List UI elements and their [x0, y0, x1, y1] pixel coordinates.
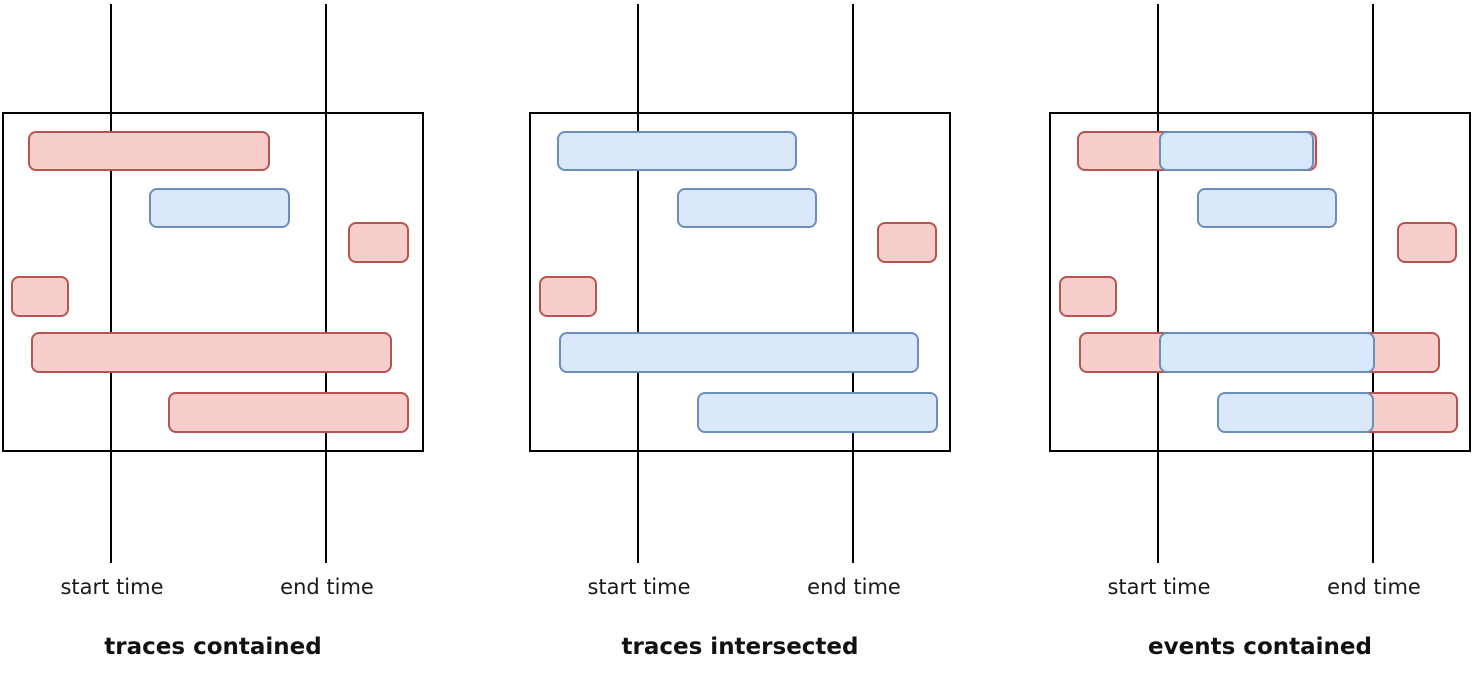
- red-event-bar: [1397, 222, 1457, 263]
- red-event-bar: [1059, 276, 1117, 317]
- end-time-label: end time: [1327, 575, 1421, 599]
- red-event-bar: [539, 276, 597, 317]
- red-event-bar: [28, 131, 270, 171]
- end-time-line: [852, 4, 854, 563]
- blue-event-bar: [677, 188, 817, 228]
- blue-event-bar: [1159, 131, 1314, 171]
- start-time-line: [637, 4, 639, 563]
- end-time-label: end time: [807, 575, 901, 599]
- blue-event-bar: [1217, 392, 1374, 433]
- panel-title: traces intersected: [621, 634, 859, 660]
- panel-title: events contained: [1148, 634, 1372, 660]
- event-bars-layer: [0, 0, 480, 674]
- red-event-bar: [877, 222, 937, 263]
- event-bars-layer: [1047, 0, 1474, 674]
- time-window-box: [1049, 112, 1471, 452]
- panel-title: traces contained: [104, 634, 322, 660]
- start-time-label: start time: [60, 575, 164, 599]
- red-event-bar: [348, 222, 409, 263]
- red-event-bar: [168, 392, 409, 433]
- start-time-label: start time: [587, 575, 691, 599]
- panel-traces-contained: start time end time traces contained: [0, 0, 480, 674]
- panel-traces-intersected: start time end time traces intersected: [527, 0, 1007, 674]
- event-bars-layer: [527, 0, 1007, 674]
- start-time-line: [1157, 4, 1159, 563]
- end-time-line: [325, 4, 327, 563]
- end-time-line: [1372, 4, 1374, 563]
- time-window-box: [2, 112, 424, 452]
- red-event-bar: [31, 332, 392, 373]
- time-window-box: [529, 112, 951, 452]
- red-event-bar: [11, 276, 69, 317]
- blue-event-bar: [1159, 332, 1375, 373]
- blue-event-bar: [559, 332, 919, 373]
- start-time-line: [110, 4, 112, 563]
- end-time-label: end time: [280, 575, 374, 599]
- blue-event-bar: [557, 131, 797, 171]
- panel-events-contained: start time end time events contained: [1047, 0, 1474, 674]
- blue-event-bar: [149, 188, 290, 228]
- blue-event-bar: [1197, 188, 1337, 228]
- blue-event-bar: [697, 392, 938, 433]
- start-time-label: start time: [1107, 575, 1211, 599]
